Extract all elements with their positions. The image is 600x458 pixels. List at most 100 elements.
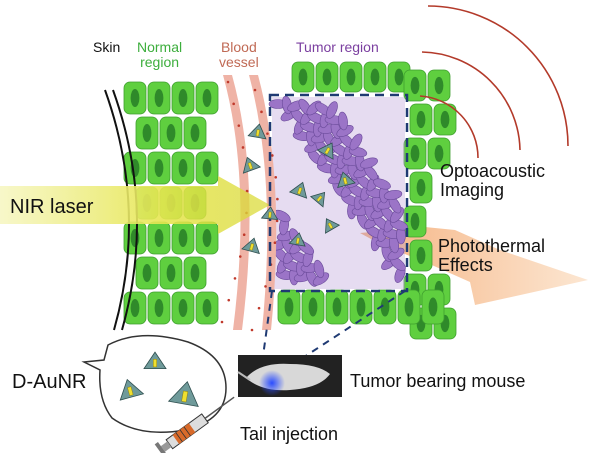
cell-nucleus: [166, 124, 176, 142]
cell-nucleus: [154, 229, 164, 247]
nanoparticle: [119, 378, 145, 401]
skin-label: Skin: [93, 39, 121, 55]
gold-nanorod: [268, 211, 272, 218]
d-aunr-label: D-AuNR: [12, 371, 87, 393]
cell-nucleus: [130, 229, 140, 247]
blood-vessel-label: Blood vessel: [219, 39, 259, 70]
nanoparticle: [316, 142, 334, 160]
tumor-cell: [313, 259, 325, 279]
photothermal-label: Photothermal Effects: [438, 236, 546, 275]
vessel-dot: [233, 277, 237, 280]
gold-nanorod: [255, 129, 260, 137]
vessel-dot: [275, 219, 279, 223]
gold-nanorod: [342, 177, 348, 185]
vessel-dot: [260, 110, 263, 114]
cell-nucleus: [178, 89, 188, 107]
gold-nanorod: [327, 222, 334, 229]
cell-nucleus: [190, 124, 200, 142]
nir-laser-beam: [0, 176, 270, 234]
vessel-dot: [237, 124, 241, 127]
cell-nucleus: [404, 297, 414, 317]
vessel-dot: [271, 154, 274, 157]
nir-laser-label: NIR laser: [10, 196, 94, 218]
nanoparticle-triangle: [325, 218, 341, 234]
syringe: [154, 396, 235, 458]
cell-nucleus: [166, 264, 176, 282]
tumor-mouse-label: Tumor bearing mouse: [350, 371, 526, 391]
normal-region-label: Normal region: [137, 39, 183, 70]
gold-nanorod: [249, 243, 255, 251]
vessel-dot: [227, 298, 231, 302]
cell-nucleus: [346, 68, 356, 86]
cell-nucleus: [380, 297, 390, 317]
cell-nucleus: [370, 68, 380, 86]
nanoparticle: [288, 232, 306, 247]
cell-nucleus: [416, 110, 426, 129]
cell-nucleus: [202, 299, 212, 317]
nanoparticle: [260, 206, 279, 220]
cell-nucleus: [142, 124, 152, 142]
vessel-dot: [276, 197, 279, 201]
nanoparticle: [325, 218, 341, 234]
cell-nucleus: [322, 68, 332, 86]
normal-cells: [123, 61, 457, 340]
gold-nanorod: [316, 195, 323, 202]
nanoparticle-triangle: [242, 156, 262, 174]
vessel-dot: [250, 328, 254, 332]
gold-nanorod: [181, 390, 189, 403]
vessel-dot: [264, 285, 267, 288]
cell-nucleus: [308, 297, 318, 317]
gold-nanorod: [247, 162, 253, 170]
cell-nucleus: [202, 89, 212, 107]
tumor-cell: [373, 178, 391, 190]
cell-nucleus: [178, 299, 188, 317]
cell-nucleus: [434, 144, 444, 163]
cell-nucleus: [202, 159, 212, 177]
cell-nucleus: [178, 229, 188, 247]
nanoparticle: [309, 191, 326, 208]
vessel-dot: [274, 175, 278, 179]
tail-injection-label: Tail injection: [240, 424, 339, 444]
optoacoustic-label: Optoacoustic Imaging: [440, 161, 546, 200]
nanoparticles: [241, 123, 356, 255]
nanoparticle: [143, 351, 167, 369]
tumor-cell: [360, 157, 378, 169]
cell-nucleus: [154, 89, 164, 107]
cell-nucleus: [416, 246, 426, 265]
nanoparticle: [247, 123, 267, 140]
cell-nucleus: [440, 110, 450, 129]
vessel-dot: [245, 189, 249, 193]
d-aunr-bubble: [81, 335, 227, 433]
cell-nucleus: [394, 68, 404, 86]
cell-nucleus: [434, 76, 444, 95]
cell-nucleus: [154, 299, 164, 317]
vessel-dot: [273, 241, 277, 245]
tumor-mouse-image: [237, 355, 342, 397]
gold-nanorod: [127, 386, 134, 396]
gold-nanorod: [324, 147, 331, 155]
cell-nucleus: [130, 299, 140, 317]
cell-nucleus: [284, 297, 294, 317]
nanoparticle: [167, 380, 199, 407]
nanoparticle: [288, 181, 308, 199]
vessel-dot: [253, 88, 257, 92]
cell-nucleus: [410, 76, 420, 95]
tumor-cell: [338, 111, 348, 131]
nanoparticle-triangle: [316, 142, 334, 160]
cell-nucleus: [202, 229, 212, 247]
cell-nucleus: [154, 159, 164, 177]
cell-nucleus: [332, 297, 342, 317]
cell-nucleus: [416, 178, 426, 197]
gold-nanorod: [297, 187, 303, 195]
nanoparticle: [242, 156, 262, 174]
cell-nucleus: [410, 212, 420, 231]
cell-nucleus: [356, 297, 366, 317]
cell-nucleus: [298, 68, 308, 86]
tumor-region-label: Tumor region: [296, 39, 379, 55]
gold-nanorod: [295, 237, 300, 244]
vessel-dot: [238, 255, 242, 258]
vessel-dot: [232, 102, 235, 106]
nanoparticle-triangle: [288, 181, 308, 199]
